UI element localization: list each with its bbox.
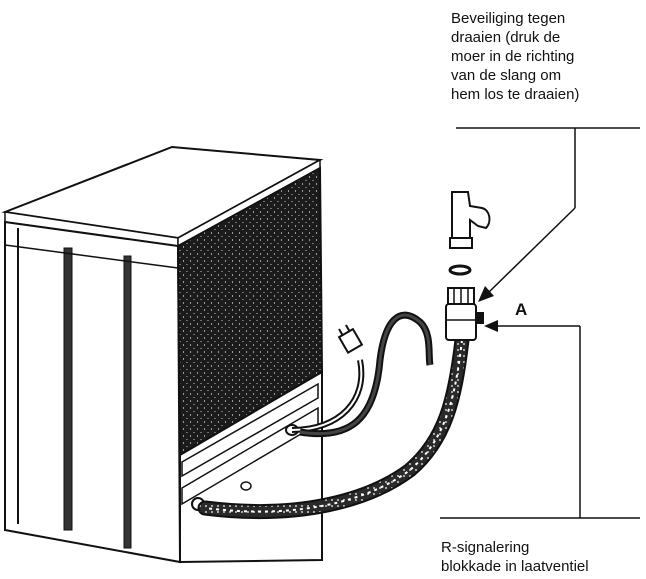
callout-line: hem los te draaien): [451, 86, 580, 103]
dishwasher: [1, 145, 324, 564]
callout-line: moer in de richting: [451, 48, 575, 65]
anti-rotation-callout: Beveiliging tegen draaien (druk de moer …: [451, 9, 579, 104]
tap-connector: [445, 191, 491, 341]
callout-line: draaien (druk de: [451, 29, 561, 46]
dishwasher-front: [4, 220, 182, 564]
plug-icon: [337, 324, 364, 355]
washer-icon: [448, 264, 472, 276]
callout-lines: [440, 127, 640, 519]
callout-line: van de slang om: [451, 67, 562, 84]
callout-line: blokkade in laatventiel: [441, 558, 589, 575]
callout-line: Beveiliging tegen: [451, 10, 566, 27]
power-cable: [291, 324, 365, 433]
blockage-signal-callout: R-signalering blokkade in laatventiel: [441, 538, 589, 576]
marker-a-label: A: [515, 300, 528, 319]
callout-line: R-signalering: [441, 539, 530, 556]
arrow-head-a: [484, 320, 498, 332]
faucet-icon: [451, 191, 491, 239]
safety-valve: [445, 303, 477, 341]
arrow-head-top: [478, 286, 494, 302]
